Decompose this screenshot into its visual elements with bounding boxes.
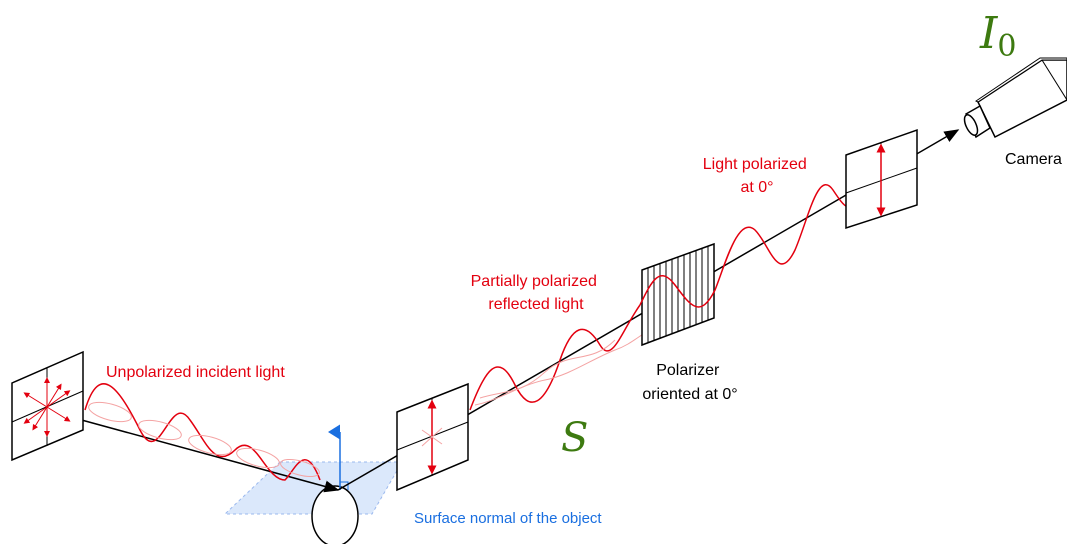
polarizer-grid — [641, 242, 715, 347]
partially-polarized-wave — [469, 304, 651, 411]
polarizer-label: Polarizer oriented at 0° — [642, 362, 737, 403]
unpolarized-wave — [84, 383, 321, 481]
object-sphere — [311, 485, 359, 544]
light-polarized-label-line2: at 0° — [740, 179, 773, 196]
s-symbol: S — [561, 415, 588, 461]
partially-polarized-label: Partially polarized reflected light — [471, 273, 602, 313]
light-polarized-label-line1: Light polarized — [703, 156, 807, 173]
partially-polarized-label-line2: reflected light — [488, 296, 584, 313]
i0-symbol: I0 — [979, 8, 1016, 64]
object-surface-plane — [223, 461, 403, 515]
polarizer-label-line2: oriented at 0° — [642, 386, 737, 403]
camera-label: Camera — [1005, 151, 1062, 168]
reflected-frame — [396, 382, 469, 492]
light-polarized-label: Light polarized at 0° — [703, 156, 812, 196]
i0-symbol-main: I — [979, 8, 999, 59]
unpolarized-label: Unpolarized incident light — [106, 364, 285, 381]
i0-symbol-subscript: 0 — [997, 29, 1016, 64]
incident-ray — [44, 409, 340, 493]
unpolarized-frame — [11, 350, 84, 462]
polarized-wave — [639, 184, 861, 308]
polarizer-label-line1: Polarizer — [656, 362, 720, 379]
partially-polarized-label-line1: Partially polarized — [471, 273, 597, 290]
polarized-frame — [845, 128, 918, 230]
camera-icon — [963, 57, 1067, 139]
right-angle-marker — [340, 481, 349, 490]
surface-normal-label: Surface normal of the object — [414, 510, 602, 527]
